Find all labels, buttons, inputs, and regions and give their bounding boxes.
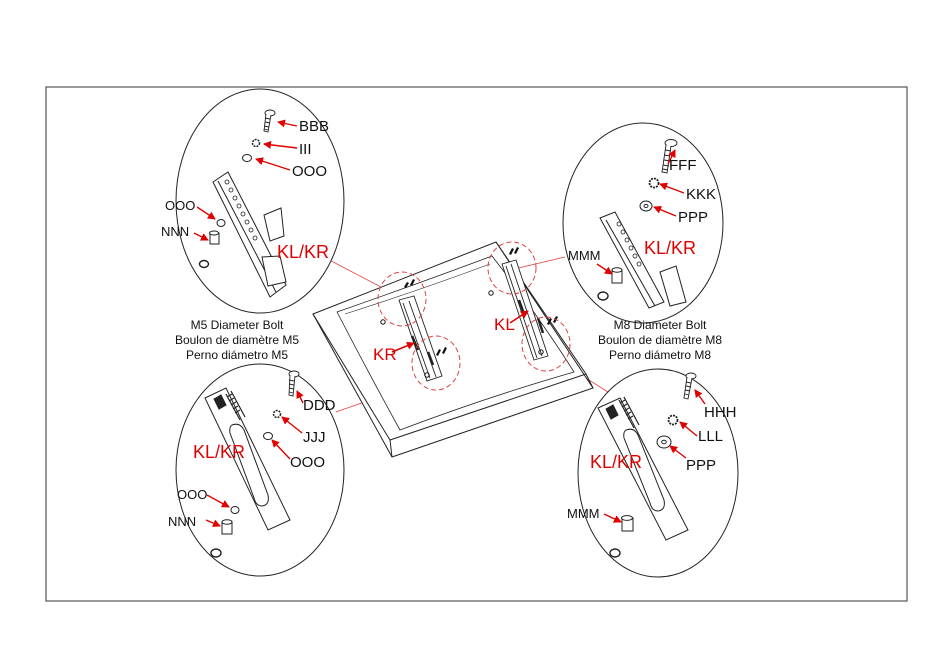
caption-m8: M8 Diameter Bolt Boulon de diamètre M8 P… [598, 318, 722, 362]
hw-label-fff: FFF [669, 157, 697, 174]
part-label-kl-kr: KL/KR [590, 452, 642, 472]
callout-bottom-left: DDD JJJ OOO OOO NNN KL/KR [168, 364, 344, 576]
hw-label-kkk: KKK [686, 186, 716, 203]
callout-bottom-right: HHH LLL PPP MMM KL/KR [567, 369, 738, 577]
lock-washer-icon [253, 140, 260, 147]
spacer-icon [612, 268, 622, 283]
part-label-kl-kr: KL/KR [644, 238, 696, 258]
callout-top-left: BBB III OOO OOO NNN KL/KR [161, 89, 344, 313]
spacer-icon [210, 231, 220, 244]
hw-label-iii: III [299, 141, 312, 158]
lock-washer-icon [274, 411, 281, 418]
washer-icon [243, 155, 252, 162]
hw-label-ppp: PPP [678, 209, 708, 226]
washer-icon [217, 220, 225, 227]
caption-m5: M5 Diameter Bolt Boulon de diamètre M5 P… [175, 318, 299, 362]
caption-line: Perno diámetro M5 [186, 348, 288, 362]
hw-label-nnn: NNN [168, 514, 196, 529]
caption-line: Perno diámetro M8 [609, 348, 711, 362]
nut-icon [598, 292, 608, 300]
hw-label-jjj: JJJ [303, 429, 326, 446]
washer-icon [231, 507, 239, 514]
kl-label: KL [494, 315, 515, 334]
caption-line: Boulon de diamètre M8 [598, 333, 722, 347]
callout-top-right: FFF KKK PPP MMM KL/KR [563, 123, 723, 323]
hw-label-ooo: OOO [290, 454, 325, 471]
spacer-icon [222, 520, 232, 534]
caption-line: M8 Diameter Bolt [614, 318, 707, 332]
washer-icon-inner [644, 204, 648, 207]
nut-icon [200, 261, 209, 268]
hw-label-bbb: BBB [299, 118, 329, 135]
washer-icon [264, 433, 273, 440]
hw-label-ooo: OOO [177, 487, 207, 502]
tv-panel [313, 242, 593, 457]
hw-label-lll: LLL [698, 428, 723, 445]
hw-label-hhh: HHH [704, 404, 737, 421]
hw-label-mmm: MMM [568, 248, 601, 263]
hw-label-ooo: OOO [292, 163, 327, 180]
hw-label-ddd: DDD [303, 397, 336, 414]
caption-line: M5 Diameter Bolt [191, 318, 284, 332]
nut-icon [610, 549, 620, 557]
nut-icon [211, 549, 221, 557]
hw-label-mmm: MMM [567, 506, 600, 521]
kr-label: KR [373, 345, 397, 364]
part-label-kl-kr: KL/KR [193, 442, 245, 462]
washer-icon-inner [662, 440, 667, 444]
part-label-kl-kr: KL/KR [277, 242, 329, 262]
lock-washer-icon [650, 179, 659, 188]
spacer-icon [622, 516, 634, 531]
hw-label-ooo: OOO [165, 198, 195, 213]
hw-label-ppp: PPP [686, 457, 716, 474]
caption-line: Boulon de diamètre M5 [175, 333, 299, 347]
hw-label-nnn: NNN [161, 224, 189, 239]
lock-washer-icon [669, 416, 678, 425]
